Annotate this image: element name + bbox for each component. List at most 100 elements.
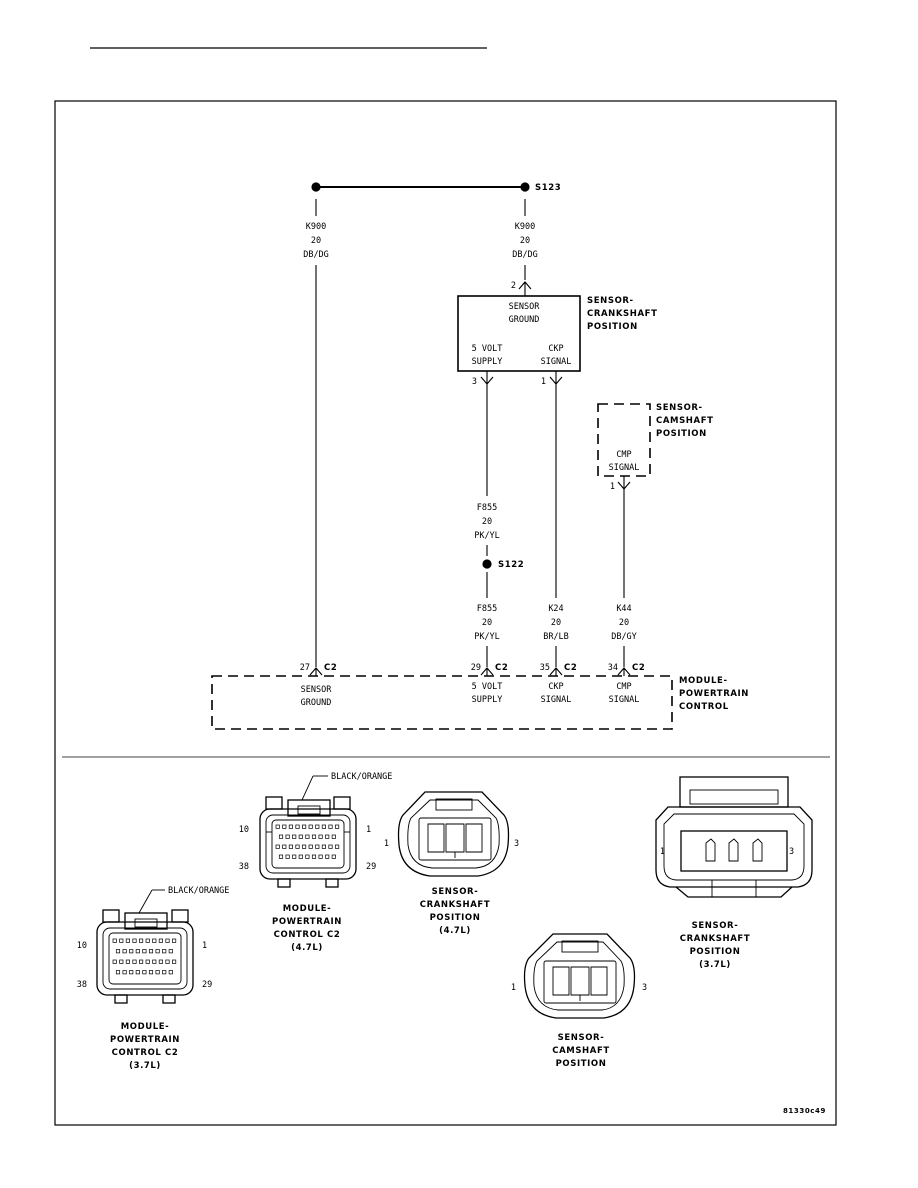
- pcm-37-pin-bottom-left: 38: [77, 980, 87, 990]
- splice-s122-node: [482, 559, 492, 569]
- ckp-37-caption-3: POSITION: [690, 947, 741, 957]
- pcm-37-pin-cavity: [172, 959, 177, 964]
- pcm-37-pin-cavity: [142, 970, 147, 975]
- cam-signal-label-1: CMP: [616, 450, 631, 460]
- ckp-47-pin-left: 1: [384, 839, 389, 849]
- ckp-47-terminals: [427, 823, 483, 853]
- wire-f855-lower-color: PK/YL: [474, 632, 500, 642]
- pcm-47-color-note: BLACK/ORANGE: [331, 772, 392, 782]
- pcm-37-pin-cavity: [152, 938, 157, 943]
- pcm-47-face: [265, 814, 351, 874]
- figure-frame: [54, 100, 837, 1126]
- crank-sensor-name-3: POSITION: [587, 322, 638, 332]
- pcm-37-pin-cavity: [155, 970, 160, 975]
- pcm-pin-29: 29 C2: [471, 663, 508, 676]
- cam-sensor-name-3: POSITION: [656, 429, 707, 439]
- pcm-47-pin-bottom-right: 29: [366, 862, 376, 872]
- pcm-37-pin-cavity: [145, 959, 150, 964]
- ckp-37-body: [655, 806, 813, 888]
- ckp-pin-supply-terminal: [480, 371, 494, 385]
- pcm-pin-27-number: 27: [300, 663, 310, 673]
- pcm-47-body: [259, 808, 357, 880]
- pcm-ground-label-2: GROUND: [301, 698, 332, 708]
- pcm-37-foot-right: [162, 994, 176, 1004]
- ckp-37-caption-2: CRANKSHAFT: [680, 934, 750, 944]
- pcm-47-pin-cavity: [295, 824, 300, 829]
- pcm-pin-34-connector: C2: [632, 663, 645, 673]
- wire-k24-color: BR/LB: [543, 632, 569, 642]
- figure-id: 81330c49: [783, 1107, 826, 1115]
- pcm-47-pin-cavity: [325, 834, 330, 839]
- pcm-47-pin-cavity: [328, 824, 333, 829]
- pcm-47-latch: [287, 799, 331, 817]
- cmp-caption-3: POSITION: [556, 1059, 607, 1069]
- ckp-37-terminals: [705, 838, 763, 862]
- pcm-47-latch-inner: [297, 805, 321, 815]
- pcm-47-pin-bottom-left: 38: [239, 862, 249, 872]
- ckp-pin-signal-terminal: [549, 371, 563, 385]
- pcm-pin-29-number: 29: [471, 663, 481, 673]
- ckp-47-inner-shell: [407, 799, 500, 869]
- crank-supply-label-1: 5 VOLT: [472, 344, 503, 354]
- pcm-47-caption-2: POWERTRAIN: [272, 917, 342, 927]
- wire-f855-lower-gauge: 20: [482, 618, 492, 628]
- ckp-37-top-housing: [679, 776, 789, 808]
- pcm-37-pin-top-left: 10: [77, 941, 87, 951]
- pcm-47-pin-cavity: [305, 854, 310, 859]
- pcm-37-tab-left: [102, 909, 120, 923]
- ckp-47-shell: [397, 791, 510, 877]
- pcm-37-face: [102, 927, 188, 990]
- splice-s123-node: [520, 182, 530, 192]
- splice-left-node: [311, 182, 321, 192]
- pcm-47-pin-cavity: [282, 824, 287, 829]
- pcm-pin-34: 34 C2: [608, 663, 645, 676]
- splice-s122-label: S122: [498, 560, 524, 570]
- pcm-37-pin-cavity: [165, 959, 170, 964]
- pcm-47-pin-cavity: [318, 834, 323, 839]
- ckp-37-inner: [663, 813, 805, 881]
- wire-k900-left-circuit: K900: [306, 222, 326, 232]
- pcm-47-pin-cavity: [331, 834, 336, 839]
- cmp-caption-1: SENSOR-: [558, 1033, 605, 1043]
- ckp-pin-ground: 2: [511, 281, 516, 291]
- pcm-37-pin-cavity: [142, 949, 147, 954]
- pcm-37-caption-2: POWERTRAIN: [110, 1035, 180, 1045]
- crank-signal-label-1: CKP: [548, 344, 563, 354]
- cam-sensor-box: [597, 403, 651, 477]
- pcm-47-pin-cavity: [315, 844, 320, 849]
- pcm-37-pin-cavity: [168, 949, 173, 954]
- ckp-37-bottom-skirt: [675, 886, 793, 898]
- cmp-cavity: [543, 960, 617, 1004]
- cmp-latch: [561, 940, 599, 953]
- pcm-47-pin-cavity: [325, 854, 330, 859]
- wire-k44-gauge: 20: [619, 618, 629, 628]
- ckp-47-connector-view: 1 3 SENSOR- CRANKSHAFT POSITION (4.7L): [384, 791, 519, 936]
- pcm-47-caption-1: MODULE-: [283, 904, 332, 914]
- pcm-supply-label-1: 5 VOLT: [472, 682, 503, 692]
- pcm-47-pin-cavity: [311, 854, 317, 859]
- wire-k900-left-color: DB/DG: [303, 250, 329, 260]
- ckp-37-caption-4: (3.7L): [699, 960, 731, 970]
- pcm-47-pin-cavity: [308, 844, 313, 849]
- pcm-37-pin-bottom-right: 29: [202, 980, 212, 990]
- pcm-47-pin-cavity: [335, 844, 340, 849]
- pcm-37-pin-cavity: [168, 970, 173, 975]
- pcm-37-pin-cavity: [115, 949, 121, 954]
- pcm-supply-label-2: SUPPLY: [472, 695, 503, 705]
- pcm-pin-35-terminal: [549, 667, 563, 676]
- pcm-47-tab-left: [265, 796, 283, 810]
- pcm-47-pin-array: [275, 824, 340, 859]
- ckp-37-pin-right: 3: [789, 847, 794, 857]
- pcm-37-pin-cavity: [148, 970, 154, 975]
- pcm-pin-34-terminal: [617, 667, 631, 676]
- pcm-47-pin-cavity: [282, 844, 287, 849]
- wire-f855-upper-color: PK/YL: [474, 531, 500, 541]
- pcm-37-body: [96, 921, 194, 996]
- pcm-37-pin-cavity: [119, 938, 124, 943]
- pcm-37-pin-cavity: [135, 970, 140, 975]
- pcm-37-pin-cavity: [152, 959, 157, 964]
- pcm-37-pin-cavity: [132, 938, 137, 943]
- cam-sensor-name-1: SENSOR-: [656, 403, 703, 413]
- pcm-37-pin-cavity: [158, 938, 163, 943]
- pcm-47-pin-cavity: [311, 834, 317, 839]
